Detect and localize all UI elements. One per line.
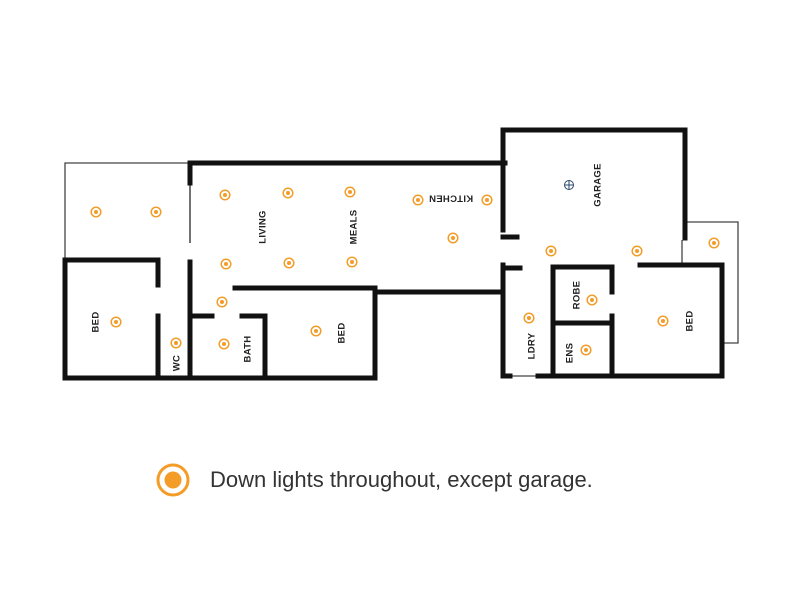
room-label-living: LIVING [258,210,269,243]
legend: Down lights throughout, except garage. [156,463,593,497]
room-label-wc: WC [172,355,183,371]
room-label-bath: BATH [243,336,254,363]
down-light-icon [481,194,493,206]
east-wing-wall [500,262,513,379]
down-light-icon [344,186,356,198]
down-light-icon [219,189,231,201]
walls [62,127,725,381]
room-label-bed-east: BED [685,311,696,332]
down-light-icon [545,245,557,257]
down-light-icon [150,206,162,218]
east-wing-south-wall [535,262,725,379]
room-label-garage: GARAGE [593,163,604,207]
down-light-icon [218,338,230,350]
down-light-icon [283,257,295,269]
down-light-icon [310,325,322,337]
down-light-icon [580,344,592,356]
room-labels: LIVING MEALS KITCHEN GARAGE BED WC BATH … [91,163,696,371]
side-deck-outline [685,221,739,344]
down-light-icon [156,463,190,497]
down-light-icon [657,315,669,327]
room-label-meals: MEALS [349,210,360,245]
down-light-icon [631,245,643,257]
porch-outline [64,162,191,258]
legend-text: Down lights throughout, except garage. [210,467,593,492]
down-light-icon [346,256,358,268]
room-label-kitchen: KITCHEN [429,193,473,204]
thin-walls [64,162,739,377]
room-label-robe: ROBE [572,281,583,310]
down-light-icon [412,194,424,206]
down-light-icon [220,258,232,270]
down-light-icon [216,296,228,308]
down-light-icon [447,232,459,244]
down-light-icon [170,337,182,349]
down-light-icon [523,312,535,324]
west-wing-wall [62,257,506,381]
down-light-icon [282,187,294,199]
room-label-bed-middle: BED [337,323,348,344]
garage-wall [500,127,688,241]
down-light-icon [586,294,598,306]
crosshair-light-icon [564,180,574,190]
down-light-icon [110,316,122,328]
room-label-ldry: LDRY [527,332,538,359]
room-label-ens: ENS [565,343,576,363]
room-label-bed-west: BED [91,312,102,333]
down-light-icon [90,206,102,218]
down-light-icon [708,237,720,249]
down-lights [90,186,720,356]
